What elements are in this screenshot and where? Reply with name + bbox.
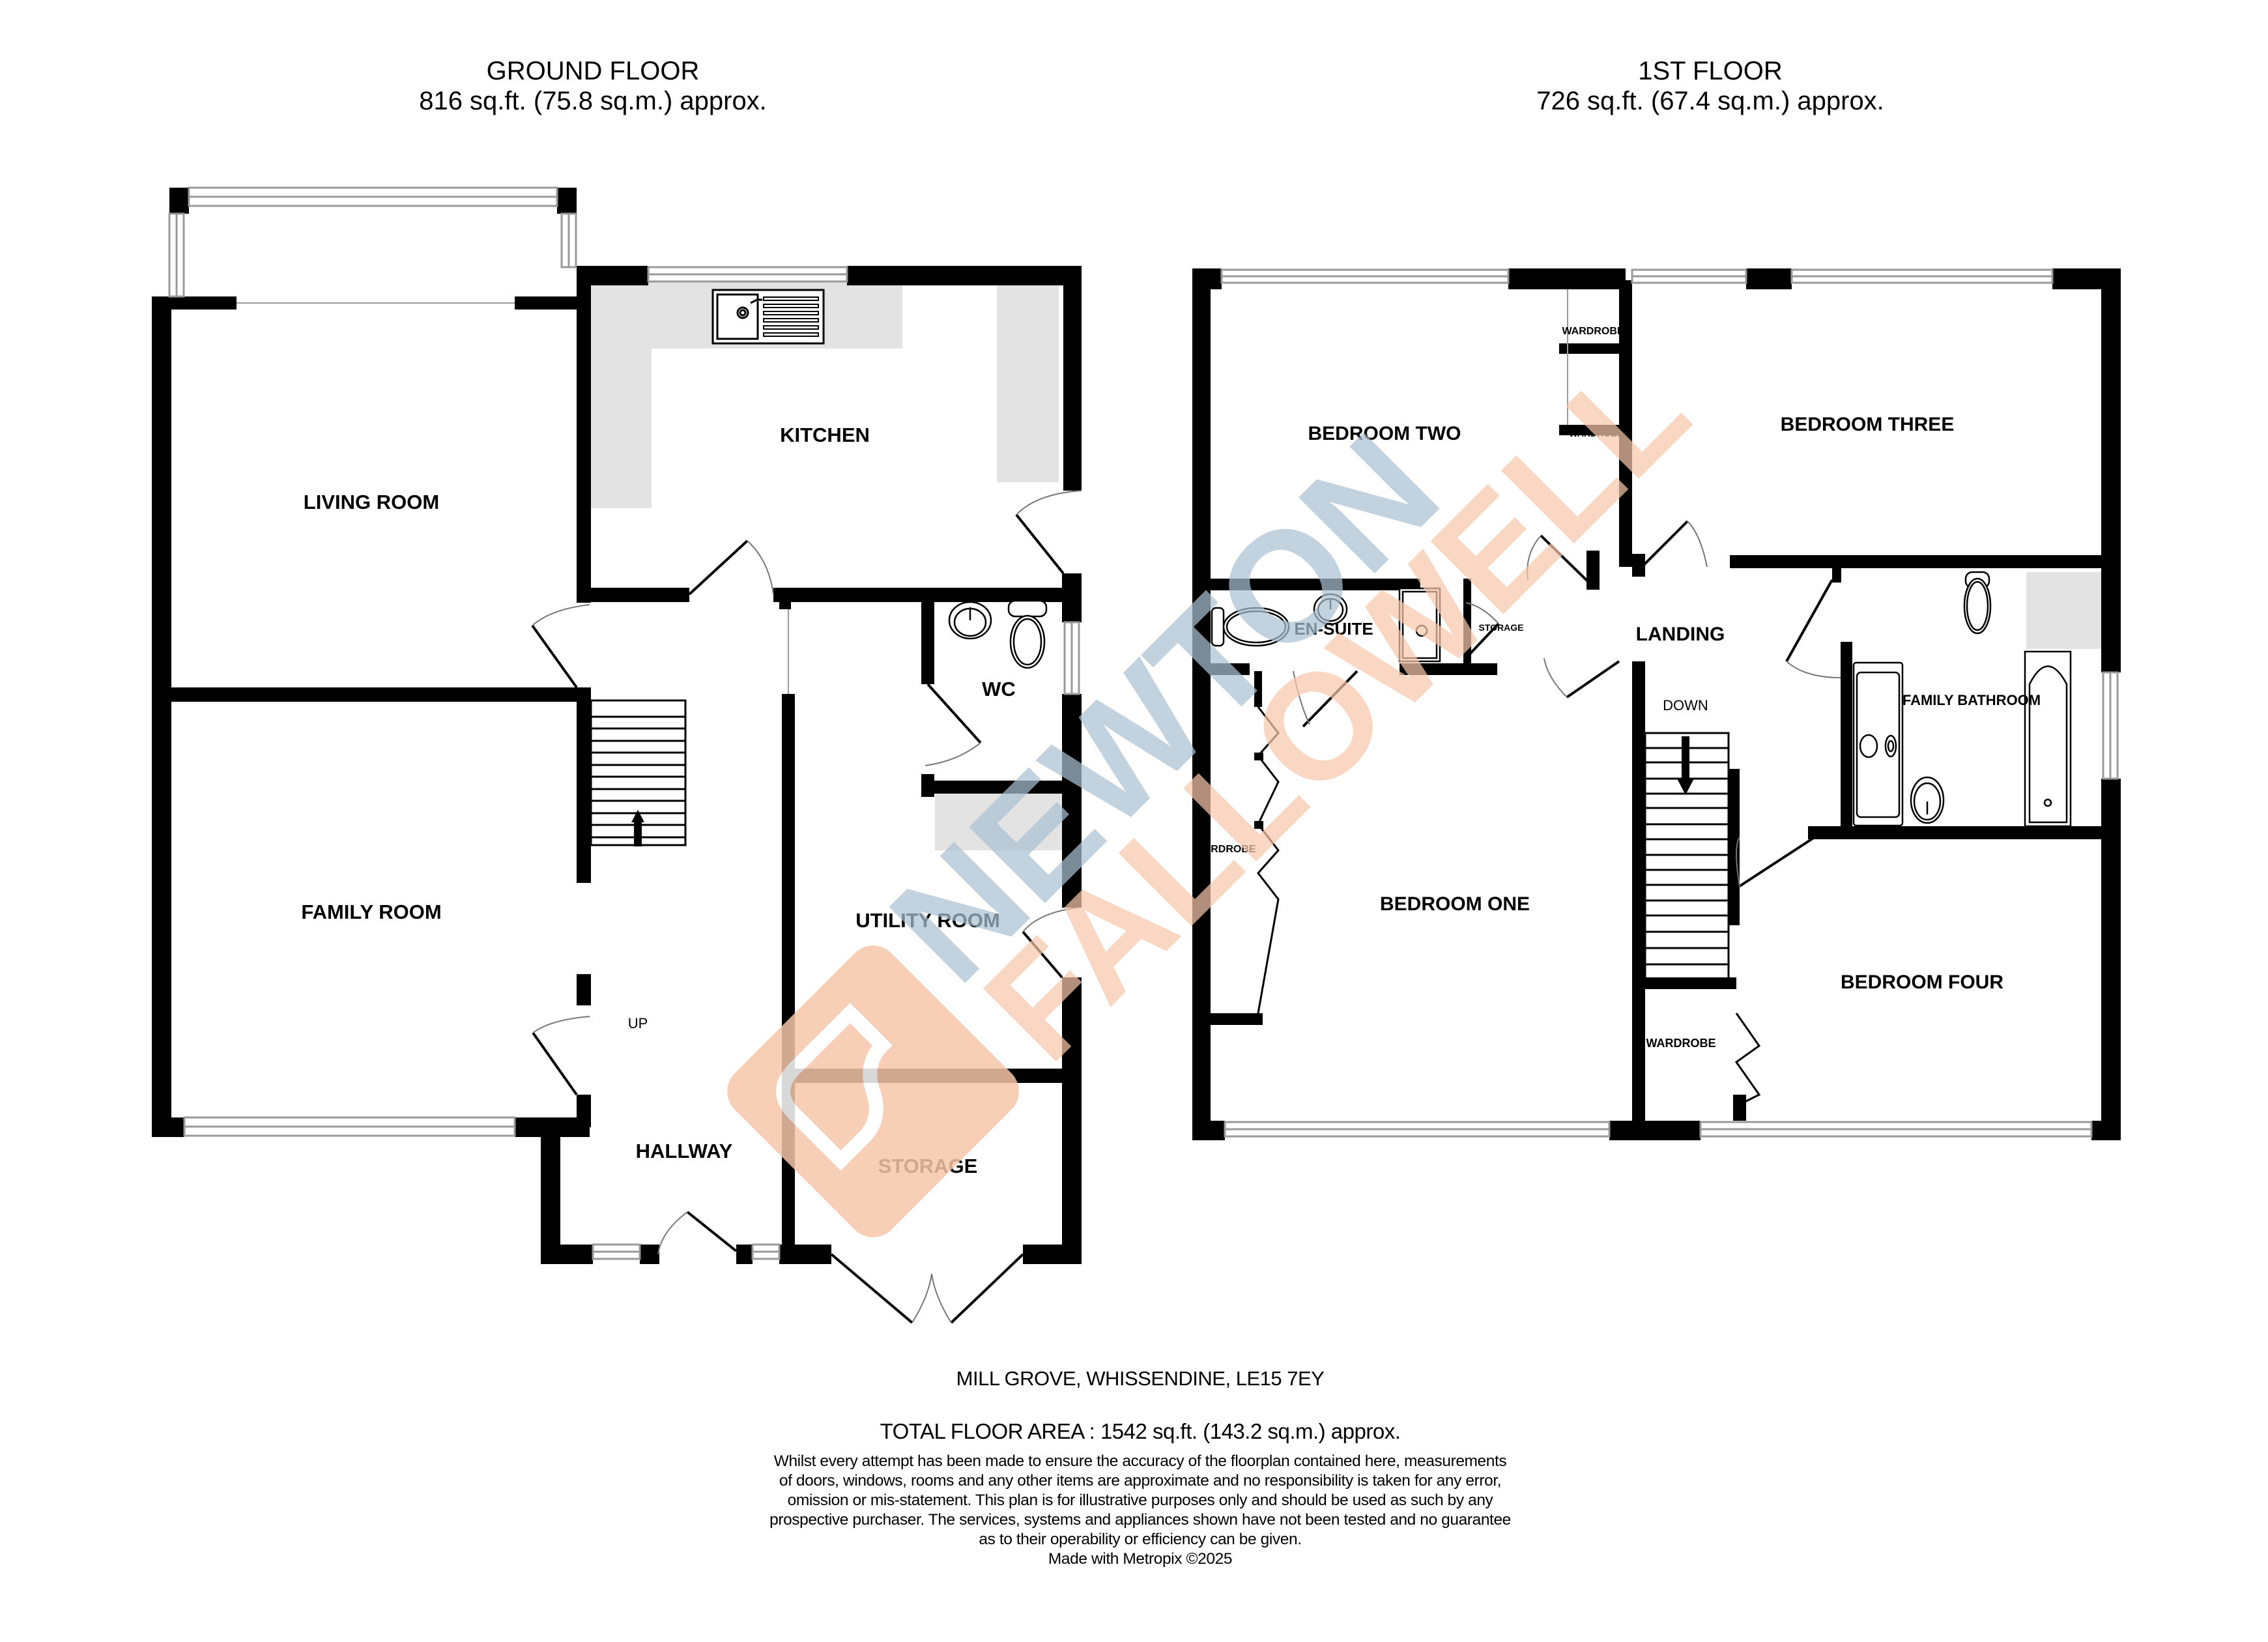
room-label-wc: WC xyxy=(982,678,1016,700)
ground-floor-walls xyxy=(152,188,1082,1264)
ground-floor-doors[interactable] xyxy=(531,490,1082,1324)
first-floor-plan: DOWN xyxy=(1192,268,2121,1140)
room-label-family-bathroom: FAMILY BATHROOM xyxy=(1902,692,2041,708)
en-suite-basin-icon xyxy=(1313,593,1348,626)
bathroom-shelf xyxy=(2026,572,2101,649)
bathroom-basin-icon xyxy=(1910,776,1945,824)
door-wc[interactable] xyxy=(925,683,982,766)
watermark: NEWTON FALLOWELL xyxy=(727,325,1719,1237)
arrow-up-icon xyxy=(631,810,644,846)
room-label-bedroom-one: BEDROOM ONE xyxy=(1380,893,1530,915)
door-kitchen[interactable] xyxy=(688,540,774,596)
wardrobe-label-3: WARDROBE xyxy=(1194,844,1256,855)
door-kitchen-back[interactable] xyxy=(1015,490,1082,575)
ground-floor-windows xyxy=(168,186,1080,1260)
stairs-down[interactable]: DOWN xyxy=(1644,697,1730,982)
room-label-hallway: HALLWAY xyxy=(636,1140,733,1162)
room-label-kitchen: KITCHEN xyxy=(780,424,870,446)
ground-floor-area: 816 sq.ft. (75.8 sq.m.) approx. xyxy=(419,87,767,115)
door-bedroom-two[interactable] xyxy=(1527,534,1594,588)
watermark-logo-icon xyxy=(727,945,1019,1237)
first-floor-header: 1ST FLOOR 726 sq.ft. (67.4 sq.m.) approx… xyxy=(1482,56,1938,116)
wardrobe-label-1: WARDROBE xyxy=(1562,326,1624,337)
ground-floor-title: GROUND FLOOR xyxy=(486,57,700,85)
room-label-landing: LANDING xyxy=(1636,624,1725,645)
door-bedroom-one[interactable] xyxy=(1543,657,1620,699)
metropix-credit: Made with Metropix ©2025 xyxy=(1048,1550,1233,1568)
total-floor-area: TOTAL FLOOR AREA : 1542 sq.ft. (143.2 sq… xyxy=(880,1419,1401,1443)
disclaimer-line: Whilst every attempt has been made to en… xyxy=(773,1452,1507,1470)
wardrobe-label-4: WARDROBE xyxy=(1646,1037,1716,1050)
stairs-up[interactable]: UP xyxy=(590,699,687,1031)
room-label-living-room: LIVING ROOM xyxy=(304,491,439,513)
room-label-utility-room: UTILITY ROOM xyxy=(855,909,1000,932)
wc-toilet-icon xyxy=(1007,599,1048,669)
disclaimer: Whilst every attempt has been made to en… xyxy=(678,1452,1603,1569)
door-storage-double[interactable] xyxy=(830,1253,1024,1324)
disclaimer-line: prospective purchaser. The services, sys… xyxy=(769,1511,1511,1529)
property-address: MILL GROVE, WHISSENDINE, LE15 7EY xyxy=(956,1367,1325,1390)
door-family-room[interactable] xyxy=(532,1016,590,1096)
wardrobe-bedroom-one-bifold[interactable] xyxy=(1257,706,1280,1014)
first-floor-walls xyxy=(1192,268,2121,1140)
door-bedroom-four[interactable] xyxy=(1736,836,1816,887)
disclaimer-line: of doors, windows, rooms and any other i… xyxy=(779,1472,1502,1490)
disclaimer-line: omission or mis-statement. This plan is … xyxy=(787,1491,1493,1509)
room-label-bedroom-two: BEDROOM TWO xyxy=(1308,423,1461,444)
stairs-down-label: DOWN xyxy=(1663,697,1708,713)
wardrobe-bedroom-four-bifold[interactable] xyxy=(1734,1013,1761,1106)
bathroom-toilet-icon xyxy=(1963,571,1992,635)
first-floor-windows xyxy=(1220,268,2119,1138)
room-label-family-room: FAMILY ROOM xyxy=(301,900,441,923)
room-label-en-suite: EN-SUITE xyxy=(1294,619,1373,639)
door-storage-first[interactable] xyxy=(1465,602,1500,659)
door-bedroom-three[interactable] xyxy=(1637,520,1708,571)
disclaimer-line: as to their operability or efficiency ca… xyxy=(979,1531,1302,1548)
ground-floor-plan: UP xyxy=(152,186,1082,1324)
bathroom-shower-icon xyxy=(1852,661,1904,827)
room-label-bedroom-four: BEDROOM FOUR xyxy=(1841,972,2003,993)
first-floor-doors[interactable] xyxy=(1257,520,1841,1106)
door-front-entrance[interactable] xyxy=(657,1211,738,1255)
first-floor-title: 1ST FLOOR xyxy=(1638,57,1783,85)
door-living-room[interactable] xyxy=(531,604,590,689)
kitchen-sink-icon xyxy=(711,289,825,345)
en-suite-toilet-icon xyxy=(1211,607,1290,647)
stairs-up-label: UP xyxy=(628,1015,648,1031)
arrow-down-icon xyxy=(1677,736,1694,795)
room-label-storage-first: STORAGE xyxy=(1479,622,1524,633)
utility-worktop xyxy=(935,785,1062,850)
en-suite-shower-icon xyxy=(1321,508,1441,663)
bathroom-bath-icon xyxy=(2024,650,2072,828)
door-en-suite[interactable] xyxy=(1293,670,1358,728)
ground-floor-header: GROUND FLOOR 816 sq.ft. (75.8 sq.m.) app… xyxy=(365,56,821,116)
door-utility-back[interactable] xyxy=(1022,907,1079,979)
first-floor-area: 726 sq.ft. (67.4 sq.m.) approx. xyxy=(1536,87,1884,115)
wardrobe-label-2: WARDROBE xyxy=(1569,428,1623,439)
door-family-bathroom[interactable] xyxy=(1785,579,1841,678)
wc-basin-icon xyxy=(948,601,992,640)
room-label-bedroom-three: BEDROOM THREE xyxy=(1781,414,1955,435)
